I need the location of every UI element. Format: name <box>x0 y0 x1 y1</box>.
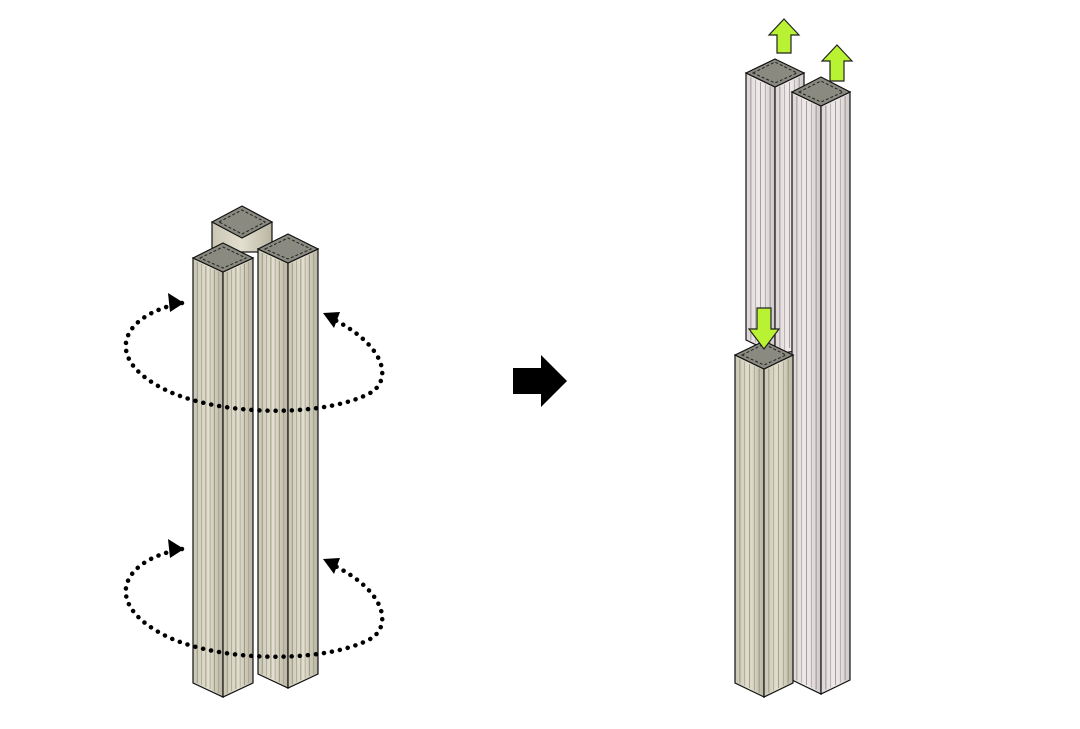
left-tower-front-right-cap <box>256 233 320 264</box>
left-tower-front-left-cap <box>191 242 255 273</box>
right-tower-tallest <box>790 76 852 695</box>
rotation-ring-upper <box>123 293 385 413</box>
right-tower-tallest-cap <box>790 76 852 107</box>
rotate-icon <box>168 293 184 312</box>
left-tower-back-cap <box>210 205 274 239</box>
down-arrow-icon <box>747 307 781 350</box>
rotation-ring-lower <box>123 539 385 659</box>
left-tower-cluster <box>123 205 385 698</box>
rotate-icon <box>323 312 340 328</box>
rotate-icon <box>323 558 340 574</box>
up-arrow-icon <box>820 44 854 82</box>
right-tower-cluster <box>733 18 854 698</box>
right-tower-tall-left-cap <box>744 58 806 88</box>
right-tower-short-front-cap <box>733 340 795 370</box>
up-arrow-icon <box>767 18 801 54</box>
right-arrow-icon <box>513 355 567 407</box>
rotate-icon <box>168 539 184 558</box>
left-tower-front-right <box>256 233 320 689</box>
right-tower-short-front <box>733 340 795 698</box>
left-tower-front-left <box>191 242 255 698</box>
